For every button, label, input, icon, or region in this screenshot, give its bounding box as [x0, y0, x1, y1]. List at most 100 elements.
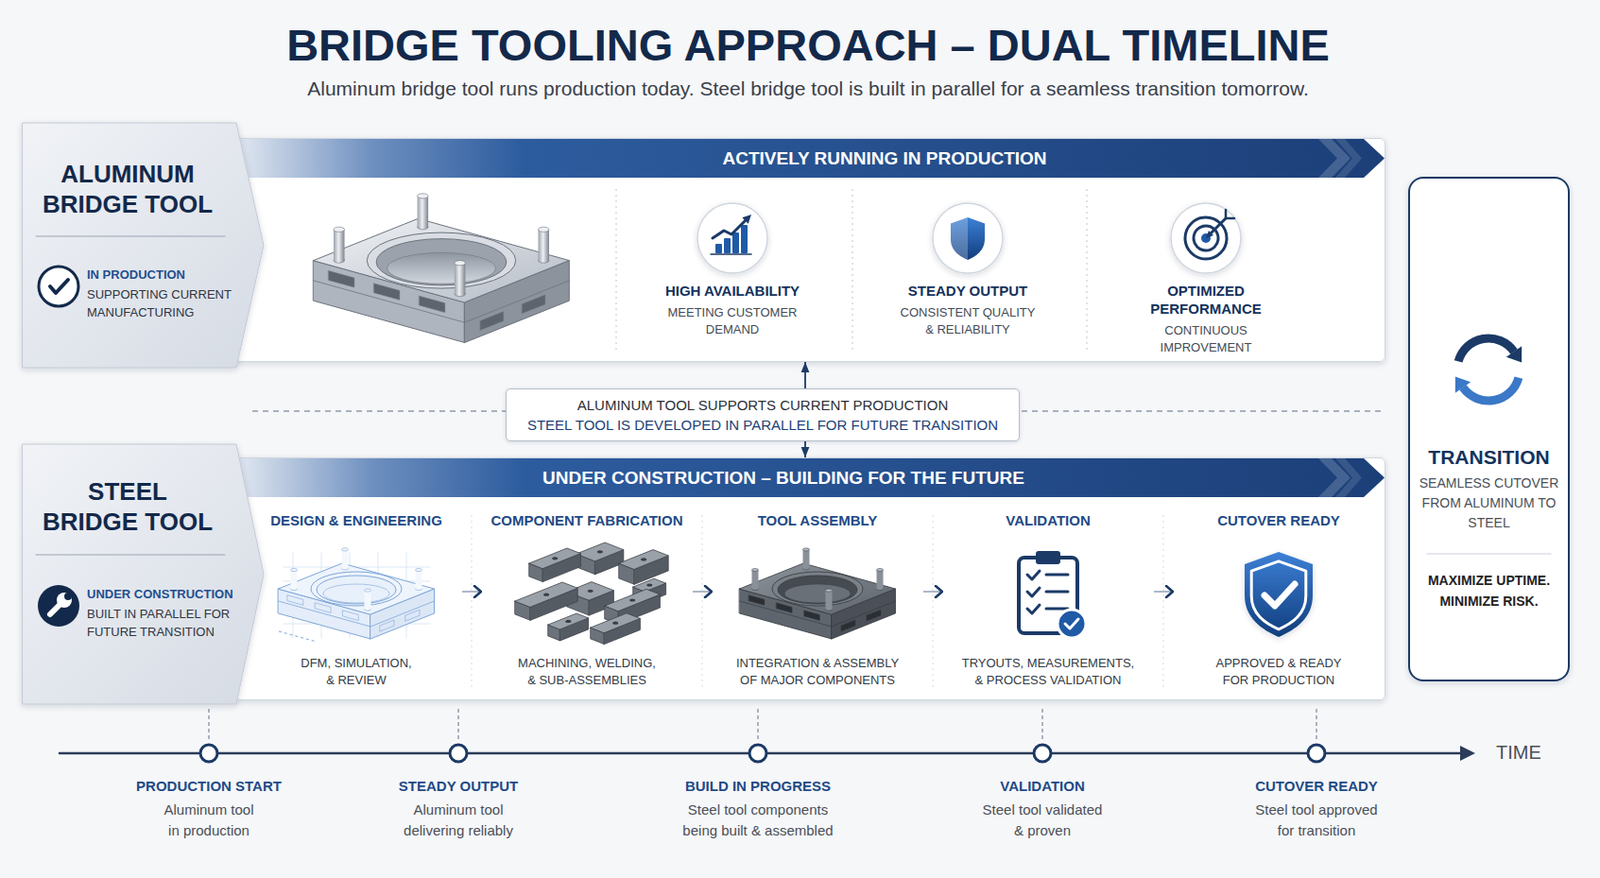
mold-cavity-floor: [387, 252, 497, 284]
text-slot: OPTIMIZED PERFORMANCE: [1135, 281, 1277, 318]
mold-slot: [328, 271, 355, 288]
block-top: [590, 613, 640, 634]
guide-pin-top: [417, 193, 429, 199]
text-slot: STEEL BRIDGE TOOL: [38, 476, 217, 537]
guide-pin: [342, 549, 349, 568]
banner-chevrons: [1314, 138, 1362, 178]
panel-grounds: [234, 137, 1570, 701]
flow-chevron: [462, 590, 482, 593]
check-mark: [1264, 584, 1295, 606]
page-title: BRIDGE TOOLING APPROACH – DUAL TIMELINE: [286, 18, 1330, 72]
shield-inner-rim: [1251, 561, 1307, 630]
mold-slot: [343, 610, 360, 621]
box-divider: [1427, 552, 1551, 554]
check-mark: [1027, 570, 1040, 580]
box-motto: MAXIMIZE UPTIME. MINIMIZE RISK.: [1415, 569, 1563, 612]
cycle-arc: [1462, 378, 1519, 401]
guide-pin-top: [342, 548, 349, 551]
column-separator: [1162, 515, 1164, 690]
block-hole: [612, 621, 619, 625]
text-slot: IN PRODUCTION: [86, 266, 243, 284]
text-slot: TOOL ASSEMBLY: [714, 511, 921, 530]
mold-slot: [379, 619, 395, 632]
leader-line: [756, 708, 758, 742]
mold-cavity-rim: [366, 232, 516, 289]
mold-slot: [776, 602, 793, 614]
text-slot: TRANSITION: [1410, 445, 1568, 470]
status-note: BUILT IN PARALLEL FOR FUTURE TRANSITION: [86, 604, 241, 641]
time-axis: [59, 708, 1476, 762]
dimension-line: [278, 631, 317, 642]
guide-pin: [803, 549, 810, 568]
status-ring: [38, 266, 79, 307]
feature-title: OPTIMIZED PERFORMANCE: [1135, 281, 1277, 318]
text-slot: BRIDGE TOOLING APPROACH – DUAL TIMELINE: [286, 18, 1330, 72]
arrow-feather: [1224, 209, 1228, 219]
text-slot: TRYOUTS, MEASUREMENTS, & PROCESS VALIDAT…: [958, 654, 1138, 689]
text-slot: CONSISTENT QUALITY & RELIABILITY: [896, 304, 1039, 339]
feature-note: CONSISTENT QUALITY & RELIABILITY: [896, 304, 1039, 339]
leader-line: [1041, 708, 1043, 742]
text-slot: MACHINING, WELDING, & SUB-ASSEMBLIES: [515, 654, 660, 689]
text-slot: MAXIMIZE UPTIME. MINIMIZE RISK.: [1415, 569, 1563, 612]
text-slot: STEEL TOOL IS DEVELOPED IN PARALLEL FOR …: [527, 414, 998, 435]
column-separator: [851, 189, 853, 352]
tag-outline: [22, 122, 264, 368]
icon-ring: [1170, 203, 1241, 274]
text-slot: APPROVED & READY FOR PRODUCTION: [1207, 654, 1350, 689]
chart-axis: [710, 253, 752, 256]
text-slot: COMPONENT FABRICATION: [483, 511, 690, 530]
block-top: [633, 578, 667, 592]
text-slot: SEAMLESS CUTOVER FROM ALUMINUM TO STEEL: [1415, 473, 1563, 534]
chart-bar: [723, 238, 731, 254]
connector-arrow: [804, 361, 807, 389]
leader-line: [207, 708, 209, 742]
status-title: UNDER CONSTRUCTION: [86, 585, 243, 603]
feature-title: STEADY OUTPUT: [873, 281, 1063, 300]
text-slot: VALIDATION: [999, 776, 1084, 796]
text-slot: Aluminum bridge tool runs production tod…: [307, 76, 1308, 102]
milestone-title: VALIDATION: [999, 776, 1084, 796]
panel-ground: [234, 457, 1386, 701]
mold-cavity: [376, 239, 507, 286]
text-slot: PRODUCTION START: [136, 776, 282, 796]
panel-ground: [234, 137, 1386, 362]
stage-note: MACHINING, WELDING, & SUB-ASSEMBLIES: [515, 654, 660, 689]
block-top: [515, 582, 578, 607]
text-slot: CUTOVER READY: [1255, 776, 1378, 796]
block-hole: [543, 593, 550, 597]
block-hole: [551, 556, 558, 560]
note-box: ALUMINUM TOOL SUPPORTS CURRENT PRODUCTIO…: [505, 388, 1020, 442]
tag-divider: [35, 554, 225, 556]
check-badge: [1057, 609, 1086, 638]
feature-cell: STEADY OUTPUT CONSISTENT QUALITY & RELIAB…: [859, 189, 1077, 356]
shield: [1244, 551, 1313, 637]
design-picture: [278, 548, 435, 642]
text-slot: ALUMINUM BRIDGE TOOL: [38, 158, 217, 220]
tool-panel: ACTIVELY RUNNING IN PRODUCTIONALUMINUM B…: [234, 137, 1386, 362]
mold-top: [313, 218, 570, 303]
guide-pin: [752, 569, 759, 589]
milestone-note: Steel tool validated & proven: [978, 799, 1107, 842]
block-top: [576, 542, 624, 562]
box-note: SEAMLESS CUTOVER FROM ALUMINUM TO STEEL: [1415, 473, 1563, 534]
check-mark: [50, 279, 69, 293]
guide-pin: [333, 229, 345, 261]
flow-chevron: [692, 590, 712, 593]
block-hole: [646, 583, 653, 586]
chart-bar: [715, 243, 723, 254]
panel-ground: [1408, 176, 1570, 682]
note-line: ALUMINUM TOOL SUPPORTS CURRENT PRODUCTIO…: [527, 395, 998, 415]
mold-slot: [748, 595, 765, 606]
guide-pin-top: [364, 588, 372, 592]
guide-pin-top: [333, 226, 345, 232]
feature-note: CONTINUOUS IMPROVEMENT: [1135, 322, 1277, 357]
guide-pin: [538, 229, 551, 261]
tag-shape: [22, 122, 264, 368]
guide-pin: [877, 569, 884, 589]
milestone-dot: [200, 744, 218, 762]
connector-arrow: [804, 441, 807, 458]
tag-title: STEEL BRIDGE TOOL: [38, 476, 217, 537]
text-slot: MEETING CUSTOMER DEMAND: [661, 304, 804, 339]
